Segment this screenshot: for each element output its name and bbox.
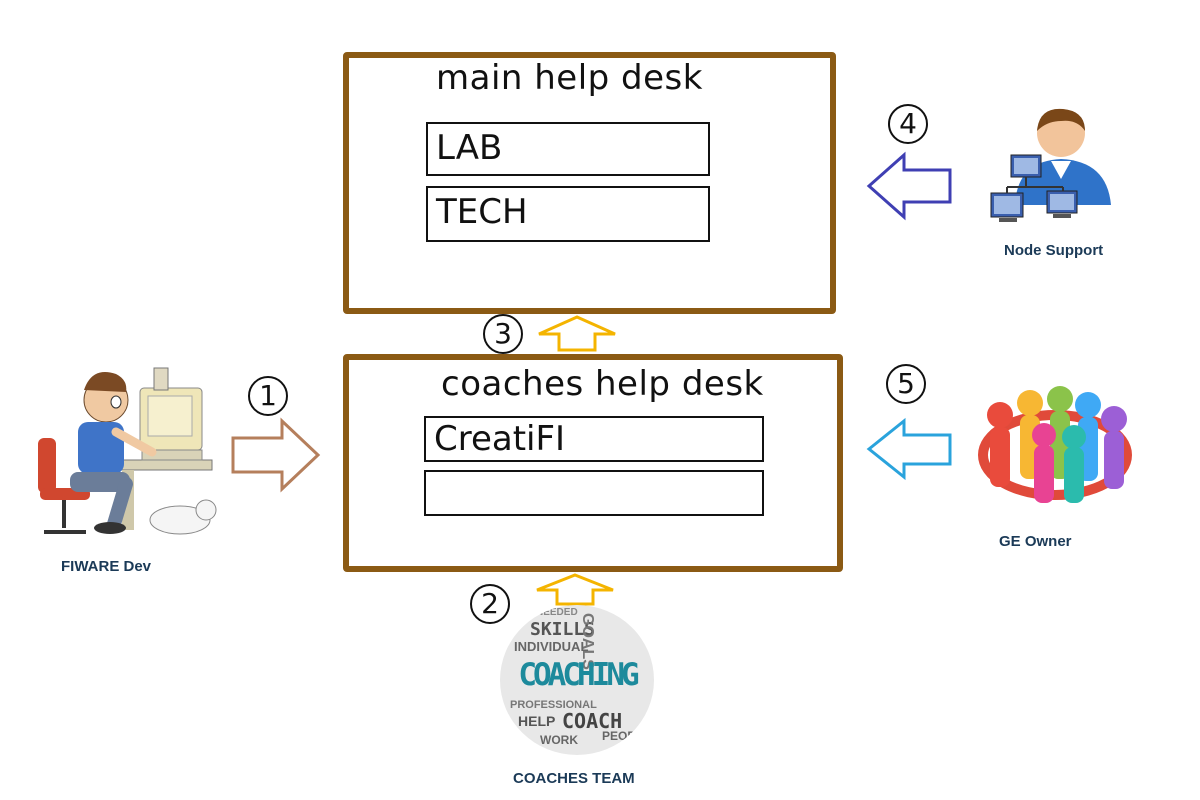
node-support-illustration [990, 108, 1111, 222]
cloud-word-coaching: COACHING [518, 657, 639, 693]
ge-owner-caption: GE Owner [999, 533, 1072, 550]
cloud-word-individual: INDIVIDUAL [514, 639, 589, 654]
coaches-help-desk-box [343, 354, 843, 572]
cloud-word-help: HELP [518, 713, 556, 729]
fiware-dev-caption: FIWARE Dev [61, 558, 152, 575]
cloud-word-professional: PROFESSIONAL [510, 699, 597, 711]
arrow-3-up [538, 315, 616, 352]
coaches-desk-slot-empty [424, 470, 764, 516]
coaches-team-caption: COACHES TEAM [513, 770, 635, 787]
arrow-5-left [866, 417, 952, 481]
step-5-marker: 5 [886, 364, 926, 404]
ge-owner-illustration [978, 386, 1132, 503]
node-support-caption: Node Support [1004, 242, 1104, 259]
arrow-2-up [536, 573, 614, 606]
arrow-4-left [866, 151, 952, 221]
coaches-help-desk-title: coaches help desk [441, 364, 764, 404]
main-help-desk-box [343, 52, 836, 314]
fiware-dev-illustration [38, 367, 217, 535]
arrow-1-right [231, 417, 321, 493]
coaching-word-cloud: SKILLS GOALS INDIVIDUAL NEEDED COACHING … [500, 605, 654, 755]
cloud-word-skills: SKILLS [530, 619, 596, 640]
step-4-marker: 4 [888, 104, 928, 144]
main-help-desk-title: main help desk [436, 58, 703, 98]
cloud-word-needed: NEEDED [536, 607, 578, 618]
step-1-marker: 1 [248, 376, 288, 416]
step-2-marker: 2 [470, 584, 510, 624]
main-desk-slot-lab: LAB [426, 122, 710, 176]
coaches-desk-slot-creatifi: CreatiFI [424, 416, 764, 462]
cloud-word-work: WORK [540, 733, 578, 747]
step-3-marker: 3 [483, 314, 523, 354]
cloud-word-people: PEOPLE [602, 729, 651, 743]
cloud-word-coach: COACH [562, 709, 623, 733]
main-desk-slot-tech: TECH [426, 186, 710, 242]
